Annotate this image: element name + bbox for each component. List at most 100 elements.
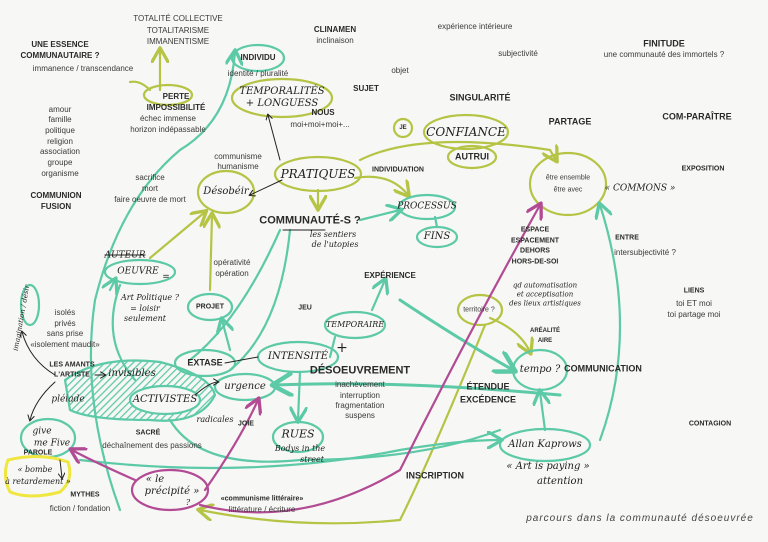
hand-allan-kaprows: Allan Kaprows	[508, 439, 582, 450]
hand-urgence: urgence	[224, 381, 266, 392]
label-mythes: MYTHES	[70, 491, 100, 499]
label-faire-oeuvre: faire oeuvre de mort	[114, 195, 186, 204]
label-extase: EXTASE	[187, 357, 223, 368]
label-projet: PROJET	[195, 303, 225, 311]
hand-lieux-artistiques: des lieux artistiques	[509, 299, 581, 308]
label-horizon: horizon indépassable	[130, 125, 206, 134]
label-communautaire: COMMUNAUTAIRE ?	[20, 51, 100, 60]
confiance-bubble	[422, 113, 510, 151]
label-com-paraitre: COM-PARAÎTRE	[662, 111, 732, 122]
label-les-amants: LES AMANTS	[49, 361, 95, 369]
autrui-bubble	[446, 144, 498, 170]
label-singularite: SINGULARITÉ	[449, 92, 511, 103]
hand-art-politique: Art Politique ?	[121, 293, 179, 302]
label-sujet: SUJET	[353, 84, 379, 93]
label-fiction: fiction / fondation	[49, 504, 111, 513]
label-inachevement: inachèvement	[335, 380, 385, 389]
label-organisme: organisme	[41, 169, 79, 178]
label-communication: COMMUNICATION	[564, 363, 642, 374]
hand-question: ?	[185, 498, 191, 507]
precipite-bubble	[130, 468, 210, 512]
label-fusion: FUSION	[40, 202, 72, 211]
bombe-outline	[3, 455, 72, 498]
etre-ensemble-bubble	[528, 151, 608, 217]
label-toi-partage-moi: toi partage moi	[667, 310, 721, 319]
magenta-connectors	[72, 205, 540, 514]
hand-intensite: INTENSITÉ	[267, 351, 329, 362]
label-dehors: DEHORS	[520, 247, 550, 255]
temporaire-bubble	[323, 310, 387, 340]
label-communisme-litteraire: «communisme littéraire»	[220, 495, 304, 503]
label-fragmentation: fragmentation	[335, 401, 385, 410]
label-isoles: isolés	[54, 308, 76, 317]
label-totalitarisme: TOTALITARISME	[146, 26, 210, 35]
hand-processus: PROCESSUS	[397, 201, 457, 212]
label-joie: JOIE	[238, 420, 254, 428]
label-experience-interieure: expérience intérieure	[437, 22, 513, 31]
label-individu: INDIVIDU	[240, 53, 276, 62]
label-etre-ensemble: être ensemble	[545, 174, 591, 182]
label-espace: ESPACE	[520, 226, 550, 234]
label-entre: ENTRE	[615, 234, 639, 242]
hand-fins: FINS	[423, 231, 451, 242]
label-inscription: INSCRIPTION	[405, 470, 465, 481]
hand-radicales: radicales	[196, 415, 234, 424]
hand-confiance: CONFIANCE	[426, 125, 506, 139]
label-perte: PERTE	[162, 92, 190, 101]
label-je: JE	[399, 125, 407, 131]
label-desoeuvrement: DÉSOEUVREMENT	[309, 364, 411, 377]
hand-bodys: Bodys in the	[274, 444, 326, 453]
label-humanisme: humanisme	[217, 162, 259, 171]
hand-egal: =	[162, 272, 170, 283]
label-immanentisme: IMMANENTISME	[146, 37, 210, 46]
label-operation: opération	[215, 269, 249, 278]
label-intersubjectivite: intersubjectivité ?	[614, 248, 676, 257]
hand-oeuvre: OEUVRE	[117, 266, 159, 277]
temporalites-bubble	[230, 77, 334, 119]
label-communautes: COMMUNAUTÉ-S ?	[259, 214, 361, 227]
label-l-artiste: L'ARTISTE	[54, 371, 90, 379]
hand-art-is-paying: « Art is paying »	[506, 461, 590, 472]
hand-me-five: me Five	[33, 438, 71, 449]
label-hors-de-soi: HORS-DE-SOI	[511, 258, 559, 266]
hand-desobeir: Désobéir	[203, 186, 249, 197]
olive-bubbles	[128, 50, 608, 525]
hand-tempo: tempo ?	[519, 364, 561, 375]
extase-bubble	[173, 348, 237, 378]
label-mort: mort	[142, 184, 158, 193]
label-autrui: AUTRUI	[455, 151, 489, 162]
label-contagion: CONTAGION	[688, 420, 732, 428]
label-impossibilite: IMPOSSIBILITÉ	[146, 103, 206, 112]
label-moi: moi+moi+moi+...	[290, 120, 350, 129]
perte-bubble	[142, 83, 194, 107]
label-une-essence: UNE ESSENCE	[31, 40, 89, 49]
ink-connectors	[22, 229, 326, 478]
label-inclinaison: inclinaison	[316, 36, 354, 45]
label-politique: politique	[45, 126, 75, 135]
label-immortels: une communauté des immortels ?	[603, 50, 725, 59]
label-toi-et-moi: toi ET moi	[676, 299, 712, 308]
hand-sentiers: les sentiers	[309, 230, 357, 239]
label-exposition: EXPOSITION	[681, 165, 725, 173]
label-amour: amour	[48, 105, 72, 114]
label-parole: PAROLE	[23, 449, 53, 457]
map-title: parcours dans la communauté désoeuvrée	[526, 513, 754, 524]
label-litterature: littérature / écriture	[228, 505, 296, 514]
hand-invisibles: invisibles	[108, 368, 156, 379]
hand-commons: « COMMONS »	[604, 183, 676, 194]
label-nous: NOUS	[311, 108, 335, 117]
label-interruption: interruption	[339, 391, 381, 400]
label-communisme: communisme	[214, 152, 262, 161]
label-individuation: INDIVIDUATION	[372, 166, 424, 174]
hand-activistes: ACTIVISTES	[132, 394, 198, 405]
label-aire: AIRE	[537, 338, 553, 344]
label-totalite-collective: TOTALITÉ COLLECTIVE	[133, 14, 223, 23]
hand-pratiques: PRATIQUES	[280, 167, 356, 181]
label-immanence: immanence / transcendance	[32, 64, 134, 73]
hand-plus: +	[336, 340, 348, 356]
label-etre-avec: être avec	[553, 186, 583, 194]
label-arealite: ARÉALITÉ	[530, 328, 560, 334]
label-experience: EXPÉRIENCE	[364, 271, 416, 280]
